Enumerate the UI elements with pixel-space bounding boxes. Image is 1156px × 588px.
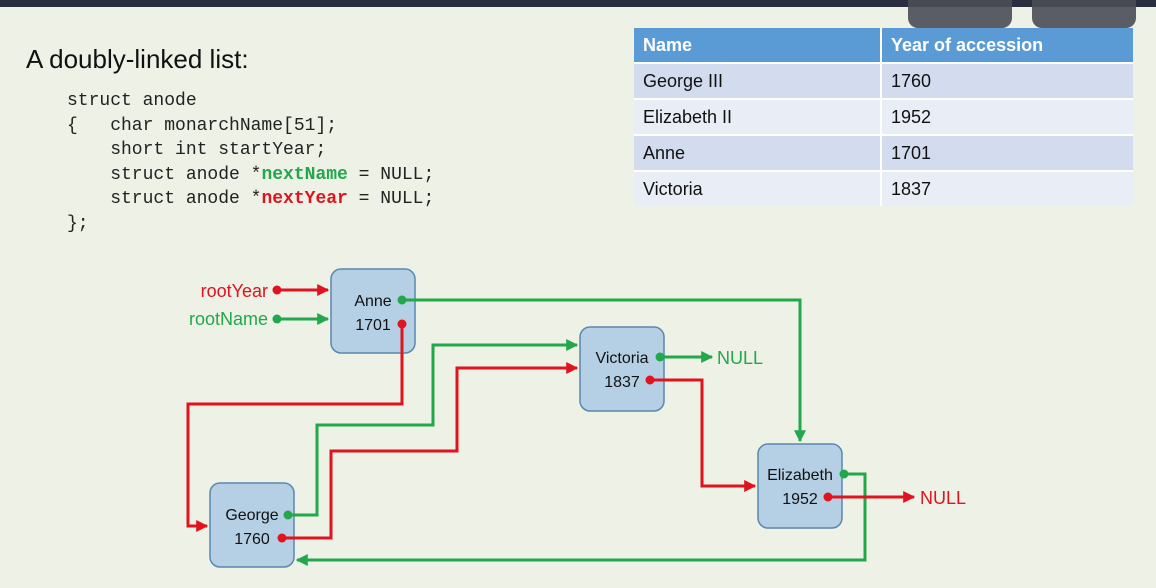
code-line-5-end: = NULL; [347, 189, 435, 209]
node-victoria: Victoria 1837 [579, 326, 665, 412]
root-name-pointer [272, 313, 330, 325]
code-line-2: { char monarchName[51]; [67, 115, 338, 136]
slide-title: A doubly-linked list: [26, 44, 249, 74]
overlay-button-left[interactable] [908, 0, 1012, 28]
link-anne-to-elizabeth [402, 298, 806, 443]
cell-name: Victoria [634, 170, 882, 206]
elizabeth-name-dot [839, 469, 849, 479]
root-year-pointer [272, 284, 330, 296]
george-name-dot [283, 510, 293, 520]
anne-name-dot [397, 295, 407, 305]
node-anne-name: Anne [354, 293, 391, 310]
cell-year: 1760 [882, 62, 1133, 98]
node-elizabeth-year: 1952 [782, 491, 818, 508]
node-anne: Anne 1701 [330, 268, 416, 354]
code-line-6: }; [67, 213, 89, 234]
code-line-1: struct anode [67, 91, 197, 111]
name-links [288, 298, 867, 566]
null-label-name: NULL [717, 348, 763, 368]
root-name-label: rootName [189, 309, 268, 329]
node-elizabeth-name: Elizabeth [767, 467, 833, 484]
header-name: Name [634, 28, 882, 62]
cell-year: 1701 [882, 134, 1133, 170]
node-anne-year: 1701 [355, 317, 391, 334]
cell-name: George III [634, 62, 882, 98]
table-header-row: Name Year of accession [634, 28, 1133, 62]
code-line-4-end: = NULL; [347, 164, 435, 185]
link-anne-to-george [186, 324, 404, 532]
top-bar [0, 0, 1156, 7]
link-victoria-to-elizabeth [650, 378, 757, 492]
victoria-name-dot [655, 352, 665, 362]
node-george-year: 1760 [234, 531, 270, 548]
node-george: George 1760 [209, 482, 295, 568]
struct-code-block: struct anode { char monarchName[51]; sho… [67, 89, 434, 236]
cell-name: Elizabeth II [634, 98, 882, 134]
overlay-button-right[interactable] [1032, 0, 1136, 28]
code-line-5: struct anode * [67, 189, 262, 209]
node-george-name: George [225, 507, 278, 524]
cell-year: 1837 [882, 170, 1133, 206]
link-elizabeth-to-george [295, 472, 867, 566]
null-label-year: NULL [920, 488, 966, 508]
year-links [186, 324, 916, 540]
code-line-3: short int startYear; [67, 140, 327, 160]
root-year-label: rootYear [201, 281, 268, 301]
header-year: Year of accession [882, 28, 1133, 62]
cell-name: Anne [634, 134, 882, 170]
next-year-field: nextYear [261, 189, 348, 209]
victoria-year-dot [645, 375, 655, 385]
george-year-dot [277, 533, 287, 543]
anne-year-dot [397, 319, 407, 329]
node-victoria-year: 1837 [604, 374, 640, 391]
link-george-to-victoria-year [282, 362, 579, 540]
node-victoria-name: Victoria [595, 350, 648, 367]
node-elizabeth: Elizabeth 1952 [757, 443, 843, 529]
elizabeth-year-dot [823, 492, 833, 502]
next-name-field: nextName [261, 164, 348, 185]
code-line-4: struct anode * [67, 164, 262, 185]
cell-year: 1952 [882, 98, 1133, 134]
link-george-to-victoria [288, 339, 579, 517]
